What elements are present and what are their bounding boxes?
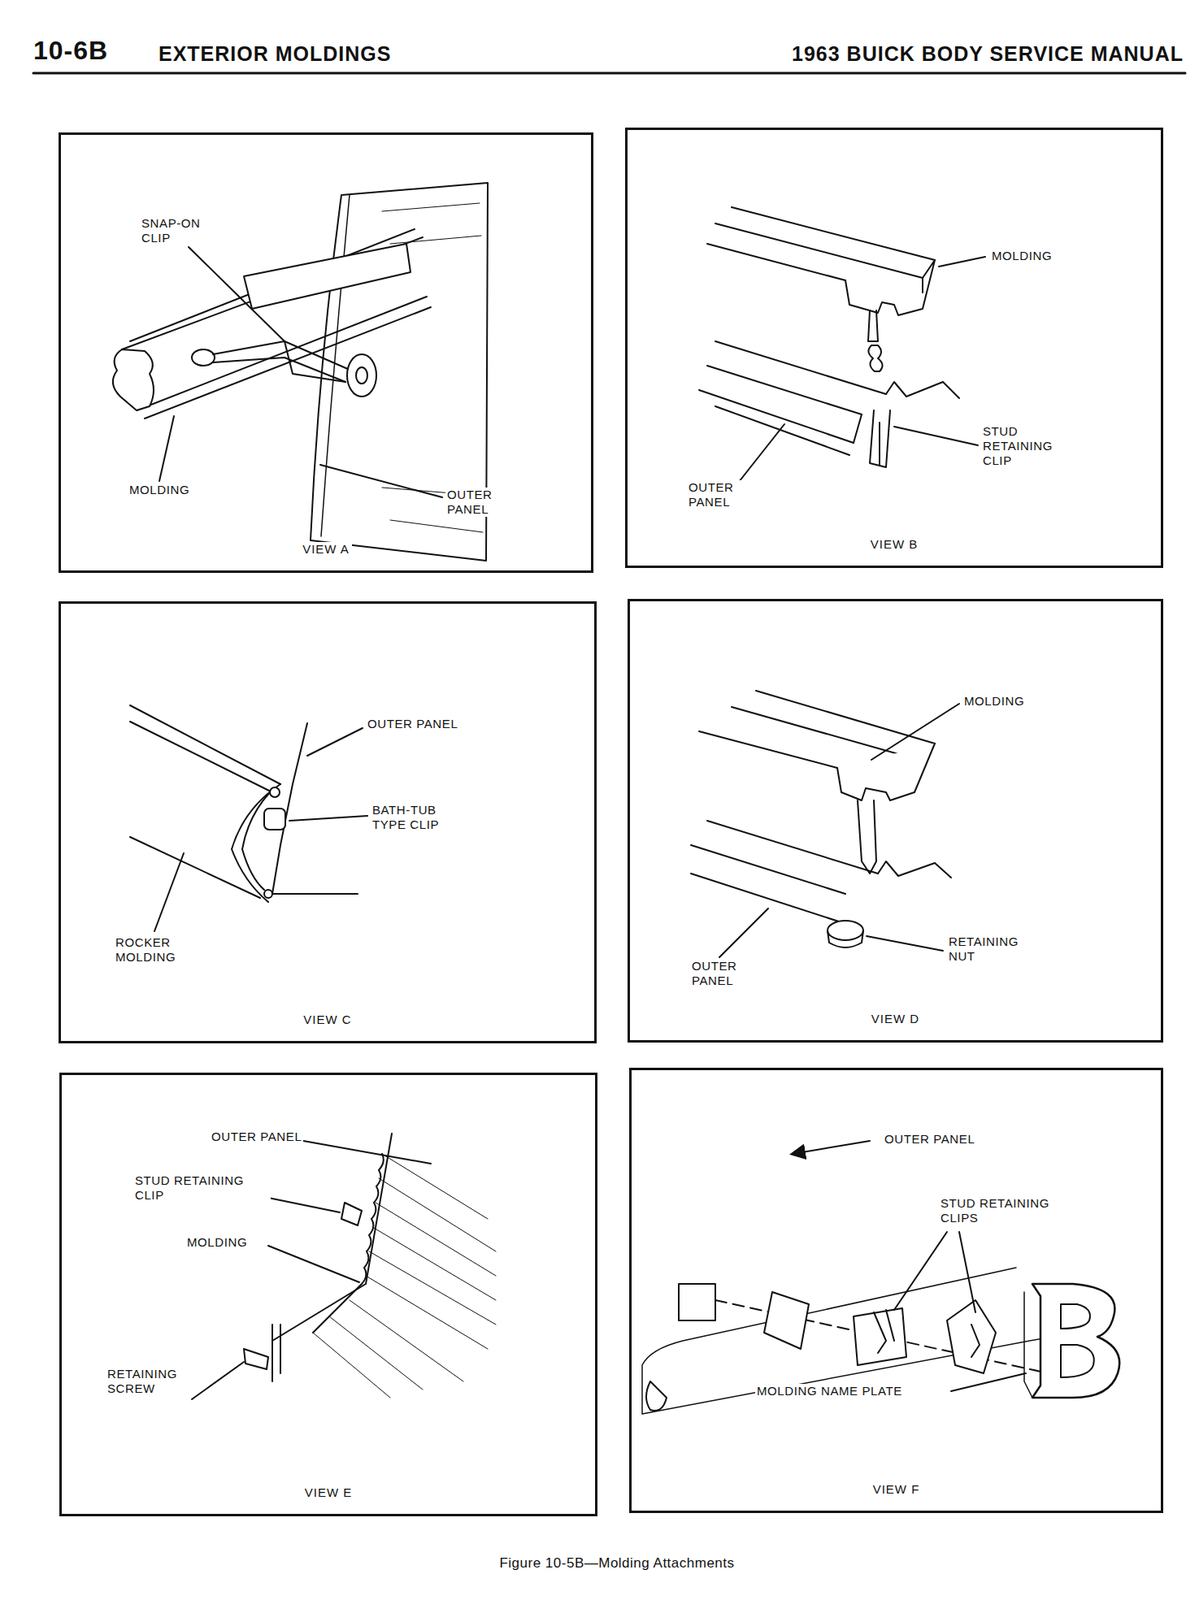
view-panel: VIEW C [58, 601, 597, 1044]
view-label-text: VIEW B [868, 537, 921, 552]
leader-line [938, 256, 986, 267]
leader-line [307, 728, 363, 756]
view-label-text: VIEW C [300, 1012, 354, 1027]
part-label: OUTER PANEL [690, 959, 759, 989]
leader-line [871, 703, 960, 761]
part-label: ROCKER MOLDING [113, 935, 207, 965]
view-f-art [642, 1141, 1120, 1415]
part-label: MOLDING [990, 248, 1054, 264]
part-label: RETAINING SCREW [105, 1367, 195, 1397]
part-label: OUTER PANEL [882, 1132, 977, 1147]
leader-line [159, 416, 174, 482]
page-number: 10-6B [33, 35, 109, 66]
view-label: VIEW D [629, 1012, 1161, 1026]
view-label: VIEW A [60, 542, 591, 557]
leader-line [188, 247, 285, 342]
part-label: MOLDING NAME PLATE [755, 1384, 904, 1399]
leader-line [719, 908, 769, 958]
manual-title: 1963 BUICK BODY SERVICE MANUAL [791, 42, 1184, 66]
part-label: OUTER PANEL [445, 487, 514, 517]
leader-line [268, 1246, 360, 1283]
leader-line [735, 424, 785, 487]
direction-arrow [792, 1141, 870, 1155]
leader-line [154, 853, 184, 932]
part-label: RETAINING NUT [947, 934, 1040, 965]
part-label: MOLDING [185, 1235, 249, 1251]
view-label: VIEW F [631, 1482, 1161, 1497]
part-label: STUD RETAINING CLIP [133, 1173, 271, 1204]
view-b-art [699, 207, 986, 487]
figure-caption: Figure 10-5B—Molding Attachments [499, 1555, 735, 1573]
view-label: VIEW C [60, 1012, 595, 1027]
part-label: SNAP-ON CLIP [139, 216, 221, 246]
leader-line [320, 464, 443, 498]
leader-line [294, 1139, 431, 1165]
header-rule [33, 72, 1186, 75]
leader-line [866, 936, 943, 952]
view-a-art [112, 182, 488, 561]
leader-line [191, 1362, 244, 1400]
view-panel: VIEW E [59, 1073, 598, 1517]
part-label: MOLDING [127, 482, 192, 498]
part-label: STUD RETAINING CLIP [981, 424, 1074, 469]
view-d-art [690, 690, 960, 958]
part-label: BATH-TUB TYPE CLIP [370, 803, 464, 833]
view-label-text: VIEW D [868, 1012, 922, 1026]
view-label-text: VIEW A [299, 542, 352, 557]
part-label: STUD RETAINING CLIPS [938, 1196, 1085, 1226]
view-c-art [130, 705, 368, 932]
leader-line [894, 426, 978, 446]
page-title: EXTERIOR MOLDINGS [158, 42, 391, 66]
leader-line [289, 816, 368, 822]
part-label: MOLDING [962, 694, 1026, 709]
view-label: VIEW B [627, 537, 1161, 552]
leader-line [268, 1198, 340, 1213]
part-label: OUTER PANEL [209, 1129, 304, 1145]
view-label: VIEW E [61, 1485, 596, 1500]
part-label: OUTER PANEL [686, 480, 756, 510]
leader-line [894, 1232, 948, 1311]
view-label-text: VIEW F [870, 1482, 923, 1497]
leader-line [951, 1373, 1026, 1392]
part-label: OUTER PANEL [365, 716, 460, 732]
leader-line [959, 1232, 976, 1313]
view-label-text: VIEW E [302, 1485, 356, 1500]
